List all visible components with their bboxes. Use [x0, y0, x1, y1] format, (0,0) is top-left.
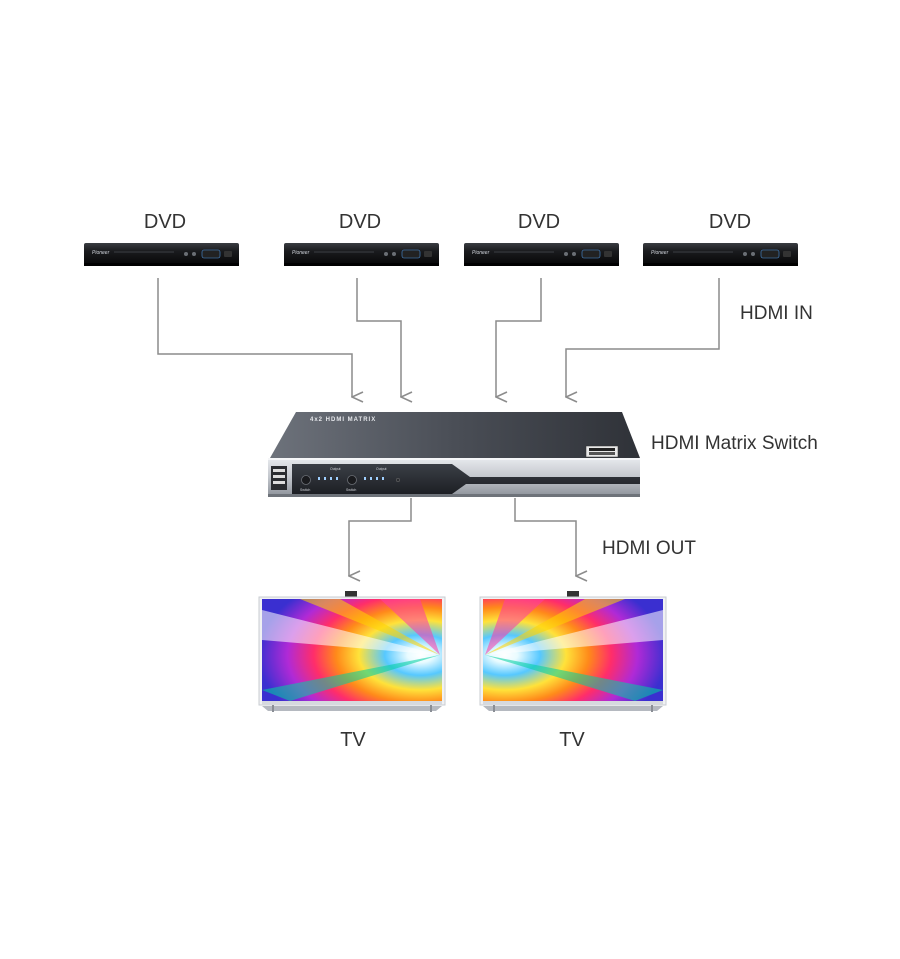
connector-dvd-3: [496, 278, 542, 397]
hdmi-matrix-device: 4x2 HDMI MATRIX Output Output Switch Swi…: [268, 412, 640, 497]
connector-dvd-2: [356, 278, 401, 397]
dvd-player-2: Pioneer: [284, 243, 439, 266]
svg-text:4x2 HDMI MATRIX: 4x2 HDMI MATRIX: [310, 417, 376, 423]
tv-label-1: TV: [340, 729, 366, 751]
dvd-player-4: Pioneer: [643, 243, 798, 266]
dvd-label-3: DVD: [517, 211, 561, 233]
dvd-player-3: Pioneer: [464, 243, 619, 266]
front-switch2-label: Switch: [346, 488, 356, 492]
tv-display-2: [479, 591, 667, 712]
hdmi-out-connectors: [349, 498, 576, 576]
tv-label-2: TV: [559, 729, 585, 751]
front-group2-label: Output: [376, 467, 387, 471]
hdmi-out-label: HDMI OUT: [602, 538, 696, 559]
matrix-switch-label: HDMI Matrix Switch: [651, 433, 818, 454]
front-switch1-label: Switch: [300, 488, 310, 492]
connector-tv-2: [514, 498, 576, 576]
svg-text:Pioneer: Pioneer: [292, 250, 310, 256]
hdmi-in-label: HDMI IN: [740, 303, 813, 324]
connector-dvd-1: [157, 278, 352, 397]
svg-text:Pioneer: Pioneer: [92, 250, 110, 256]
svg-text:Pioneer: Pioneer: [651, 250, 669, 256]
dvd-label-4: DVD: [708, 211, 752, 233]
dvd-player-1: Pioneer: [84, 243, 239, 266]
hdmi-in-connectors: [157, 278, 720, 397]
connector-tv-1: [349, 498, 412, 576]
dvd-label-2: DVD: [338, 211, 382, 233]
dvd-label-1: DVD: [143, 211, 187, 233]
connector-dvd-4: [566, 278, 720, 397]
tv-display-1: [258, 591, 446, 712]
svg-text:Pioneer: Pioneer: [472, 250, 490, 256]
front-group1-label: Output: [330, 467, 341, 471]
